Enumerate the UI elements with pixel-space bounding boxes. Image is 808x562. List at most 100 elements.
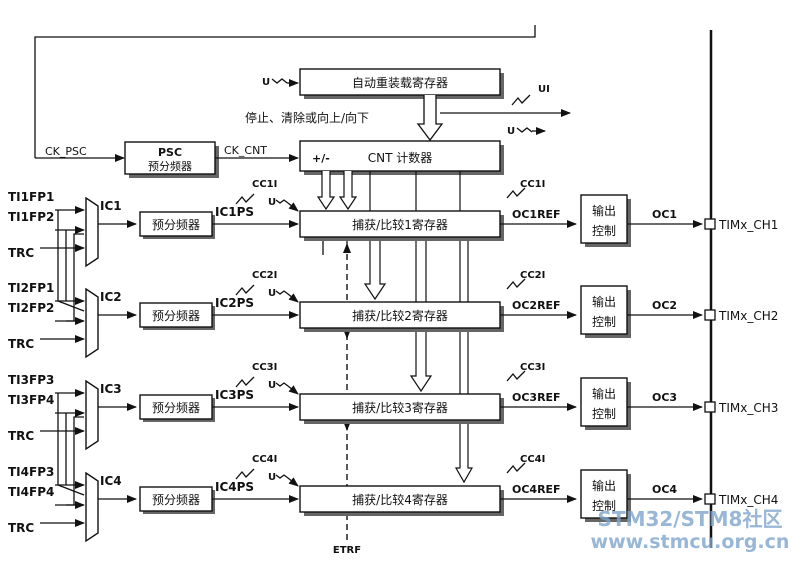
ccif-event-icon — [235, 468, 255, 480]
u-event-arr-icon — [271, 78, 288, 84]
ui-label: UI — [538, 84, 550, 95]
u-label: U — [268, 472, 276, 483]
channel-prescaler — [139, 211, 213, 237]
input-mux — [85, 379, 99, 451]
output-control-line1: 输出 — [592, 386, 616, 401]
input-a-label: TI2FP1 — [8, 281, 54, 295]
ocref-label: OC4REF — [512, 483, 561, 496]
channel-prescaler — [139, 486, 213, 512]
cnt-sign: +/- — [312, 152, 330, 165]
feedback-loop-line — [34, 25, 536, 158]
psc-subtitle: 预分频器 — [148, 159, 192, 173]
ccif-label: CC1I — [252, 179, 277, 190]
output-control-block — [580, 194, 628, 244]
icps-label: IC1PS — [215, 205, 254, 219]
pin-square — [704, 309, 716, 321]
capture-compare-label: 捕获/比较3寄存器 — [352, 400, 448, 415]
input-b-label: TI1FP2 — [8, 210, 54, 224]
output-control-line1: 输出 — [592, 203, 616, 218]
capture-compare-label: 捕获/比较4寄存器 — [352, 492, 448, 507]
psc-title: PSC — [158, 146, 182, 159]
stop-clear-label: 停止、清除或向上/向下 — [245, 110, 369, 125]
pin-square — [704, 218, 716, 230]
input-b-label: TI3FP4 — [8, 393, 54, 407]
trc-label: TRC — [8, 521, 34, 535]
input-mux — [85, 471, 99, 543]
channel-2: TI2FP1TI2FP2TRCIC2预分频器IC2PSCC2IU捕获/比较2寄存… — [8, 270, 778, 359]
u-label-arr: U — [262, 77, 270, 88]
ic-label: IC2 — [100, 290, 122, 304]
output-control-block — [580, 285, 628, 335]
input-b-label: TI4FP4 — [8, 485, 54, 499]
icps-label: IC3PS — [215, 388, 254, 402]
capture-compare-register — [299, 393, 501, 421]
ocref-label: OC3REF — [512, 391, 561, 404]
ccif-out-label: CC4I — [520, 454, 545, 465]
channel-prescaler-label: 预分频器 — [152, 493, 200, 507]
pin-square — [704, 493, 716, 505]
pin-label: TIMx_CH2 — [718, 309, 778, 323]
trc-label: TRC — [8, 337, 34, 351]
u-label: U — [268, 380, 276, 391]
oc-label: OC2 — [652, 299, 677, 312]
ccif-label: CC2I — [252, 270, 277, 281]
output-control-block — [580, 469, 628, 519]
pin-square — [704, 401, 716, 413]
psc-prescaler-block — [124, 141, 216, 175]
icps-label: IC4PS — [215, 480, 254, 494]
oc-label: OC1 — [652, 208, 677, 221]
ccif-event-icon — [235, 376, 255, 388]
ui-event-icon — [511, 94, 531, 106]
u-label: U — [268, 288, 276, 299]
channel-prescaler-label: 预分频器 — [152, 401, 200, 415]
cnt-label: CNT 计数器 — [368, 150, 433, 165]
u-label: U — [268, 197, 276, 208]
channel-prescaler — [139, 302, 213, 328]
cnt-counter-block — [299, 140, 501, 172]
capture-compare-register — [299, 301, 501, 329]
icps-label: IC2PS — [215, 296, 254, 310]
channel-prescaler-label: 预分频器 — [152, 309, 200, 323]
ic-label: IC3 — [100, 382, 122, 396]
output-control-line2: 控制 — [592, 315, 616, 329]
trc-label: TRC — [8, 429, 34, 443]
auto-reload-register-label: 自动重装载寄存器 — [352, 75, 448, 90]
ccif-label: CC4I — [252, 454, 277, 465]
input-a-label: TI1FP1 — [8, 190, 54, 204]
channel-prescaler-label: 预分频器 — [152, 218, 200, 232]
u-label-ui: U — [507, 126, 515, 137]
arr-to-cnt-arrow — [416, 95, 444, 142]
cnt-to-cc3-arrow — [409, 171, 433, 393]
output-control-line1: 输出 — [592, 294, 616, 309]
pin-label: TIMx_CH1 — [718, 218, 778, 232]
input-mux — [85, 196, 99, 268]
ocref-label: OC1REF — [512, 208, 561, 221]
capture-compare-register — [299, 485, 501, 513]
channel-1: TI1FP1TI1FP2TRCIC1预分频器IC1PSCC1IU捕获/比较1寄存… — [8, 179, 778, 268]
input-a-label: TI3FP3 — [8, 373, 54, 387]
etrf-label: ETRF — [333, 545, 361, 556]
watermark-url: www.stmcu.org.cn — [591, 531, 790, 553]
output-control-block — [580, 377, 628, 427]
capture-compare-register — [299, 210, 501, 238]
ocref-label: OC2REF — [512, 299, 561, 312]
pin-label: TIMx_CH4 — [718, 493, 778, 507]
output-control-line2: 控制 — [592, 407, 616, 421]
oc-label: OC4 — [652, 483, 677, 496]
ccif-label: CC3I — [252, 362, 277, 373]
capture-compare-label: 捕获/比较2寄存器 — [352, 308, 448, 323]
trc-label: TRC — [8, 246, 34, 260]
ic-label: IC4 — [100, 474, 122, 488]
auto-reload-register — [299, 68, 501, 96]
ccif-event-icon — [235, 284, 255, 296]
input-mux — [85, 287, 99, 359]
output-control-line2: 控制 — [592, 499, 616, 513]
ck-psc-label: CK_PSC — [45, 145, 87, 158]
oc-label: OC3 — [652, 391, 677, 404]
ccif-out-label: CC2I — [520, 270, 545, 281]
ic-label: IC1 — [100, 199, 122, 213]
ccif-event-icon — [235, 193, 255, 205]
ck-cnt-label: CK_CNT — [224, 144, 267, 157]
